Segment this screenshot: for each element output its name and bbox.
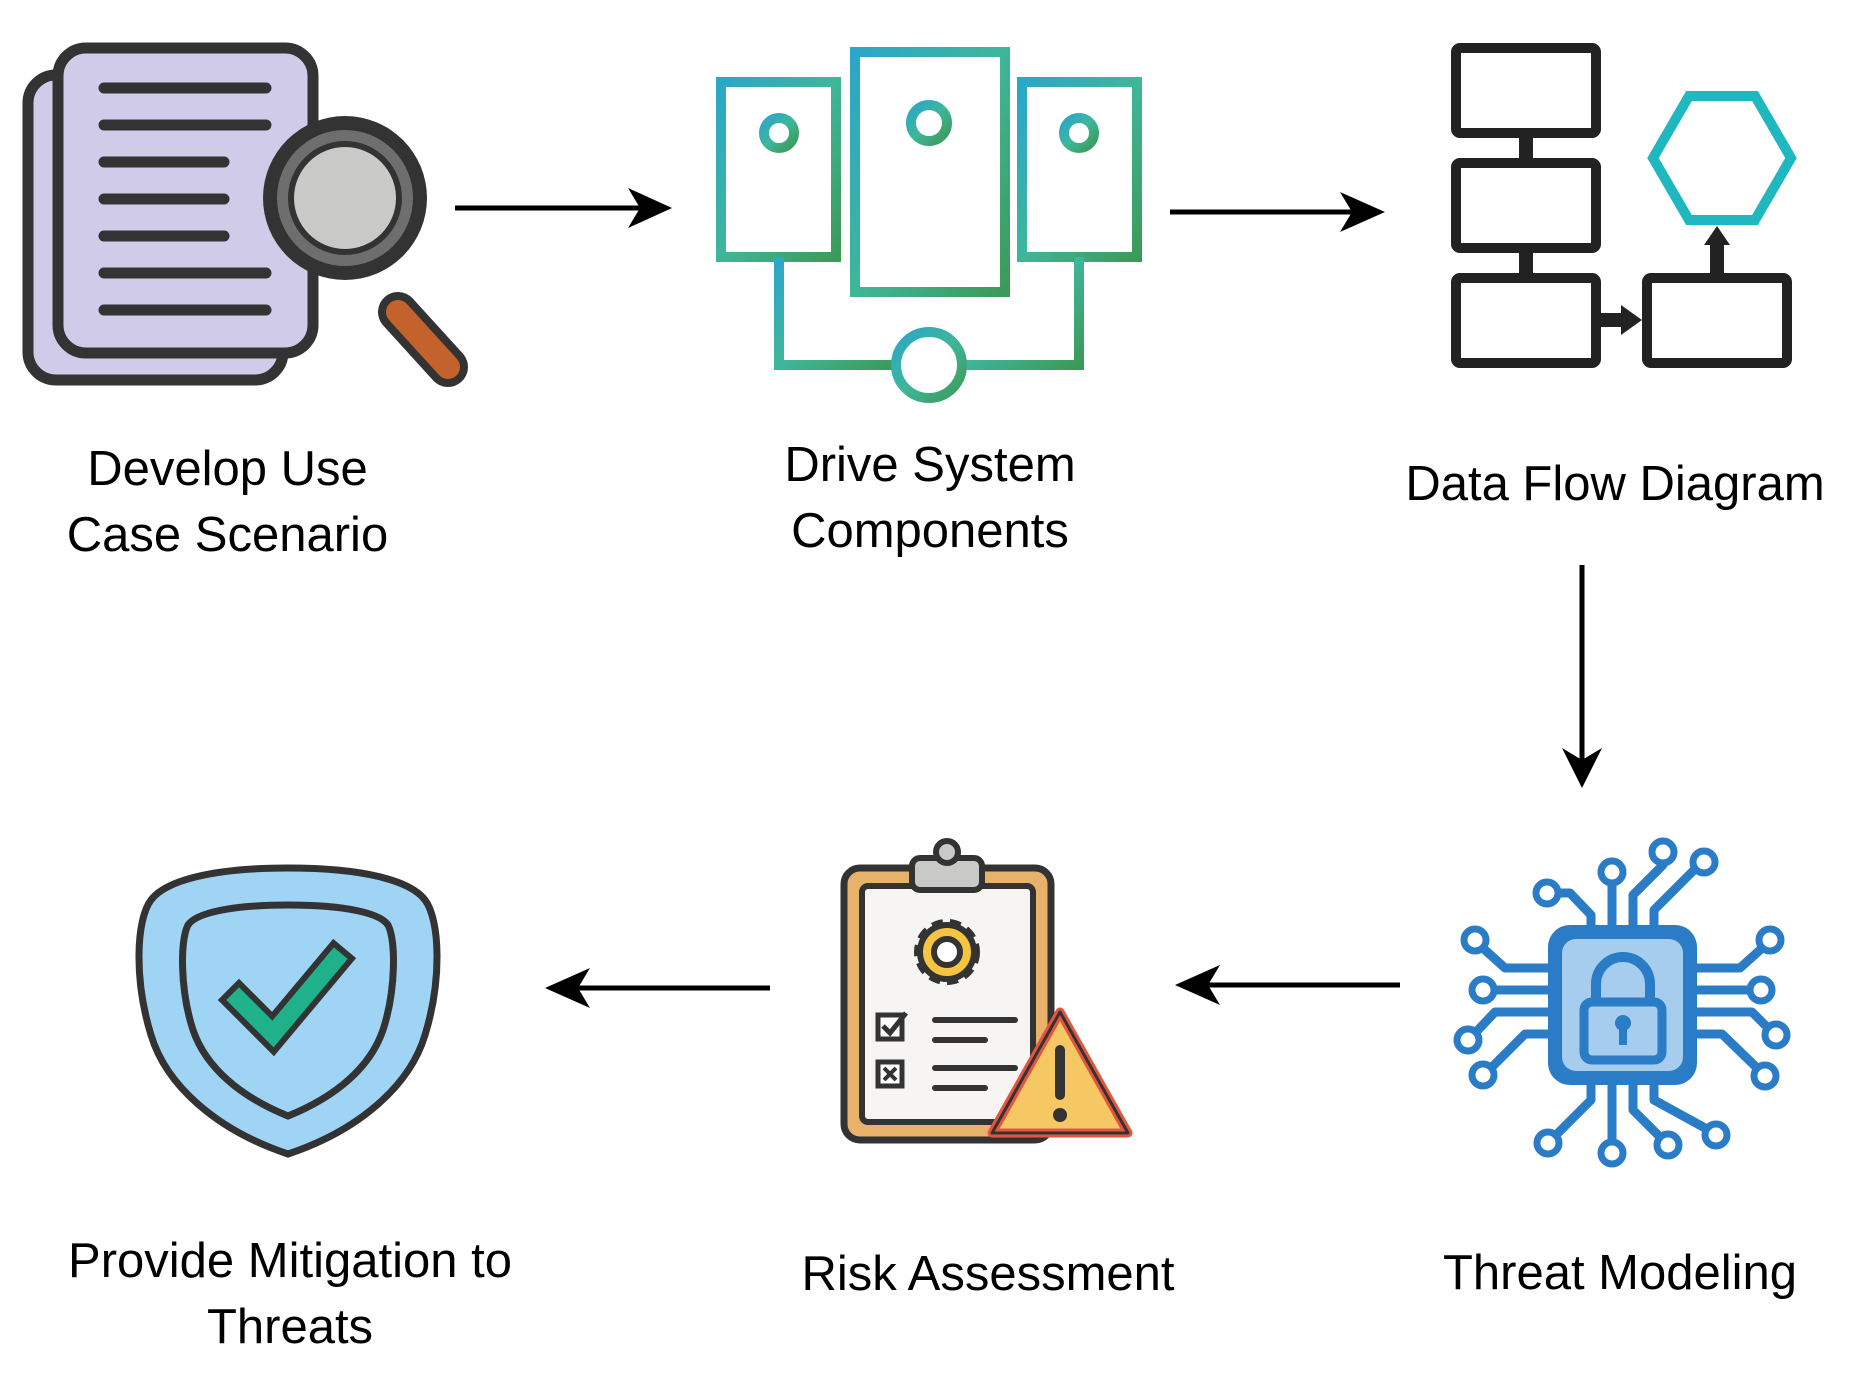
step-label-line: Provide Mitigation to: [68, 1234, 512, 1288]
step-label-line: Threat Modeling: [1442, 1246, 1798, 1300]
step-label-components: Drive System Components: [740, 432, 1120, 564]
step-label-line: Data Flow Diagram: [1405, 457, 1825, 511]
shield-check-icon: [135, 864, 441, 1158]
flow-diagram-icon: [1451, 43, 1797, 368]
chip-lock-icon: [1453, 837, 1791, 1168]
arrow-usecase-to-components: [455, 188, 672, 228]
step-label-mitigation: Provide Mitigation to Threats: [40, 1228, 540, 1360]
step-label-dfd: Data Flow Diagram: [1390, 451, 1840, 517]
arrow-risk-to-mitigation: [545, 968, 770, 1008]
step-label-line: Risk Assessment: [801, 1247, 1175, 1301]
arrow-threat-to-risk: [1175, 965, 1400, 1005]
step-label-line: Case Scenario: [66, 508, 389, 562]
arrow-components-to-dfd: [1170, 192, 1385, 232]
arrow-dfd-to-threat-modeling: [1562, 565, 1602, 788]
step-label-threat-modeling: Threat Modeling: [1410, 1240, 1830, 1306]
system-components-icon: [716, 47, 1142, 403]
clipboard-warning-icon: [840, 838, 1133, 1144]
step-label-line: Components: [791, 504, 1069, 558]
step-label-line: Drive System: [784, 438, 1076, 492]
step-label-line: Develop Use: [87, 442, 368, 496]
step-label-use-case: Develop Use Case Scenario: [30, 436, 425, 568]
step-label-line: Threats: [206, 1300, 374, 1354]
step-label-risk-assessment: Risk Assessment: [778, 1241, 1198, 1307]
document-search-icon: [22, 42, 468, 387]
